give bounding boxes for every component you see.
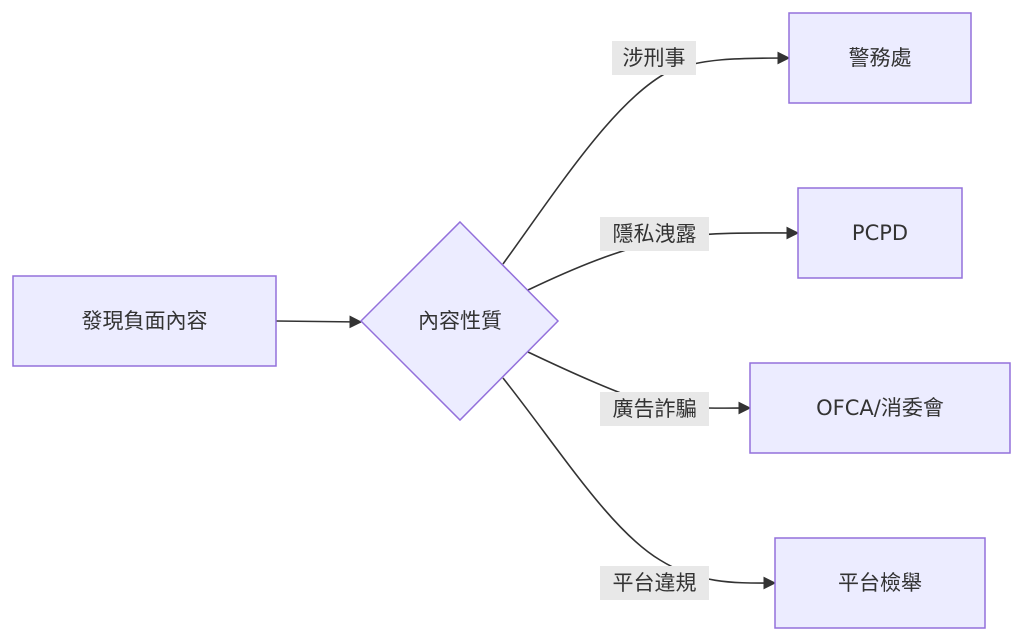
edge-label-criminal-text: 涉刑事	[623, 46, 686, 70]
node-ofca: OFCA/消委會	[749, 362, 1011, 454]
node-platform-label: 平台檢舉	[838, 571, 922, 595]
edge-label-ad-fraud-text: 廣告詐騙	[613, 397, 697, 421]
edge-start-to-decision	[275, 315, 363, 329]
node-pcpd-label: PCPD	[852, 221, 908, 245]
node-ofca-label: OFCA/消委會	[816, 396, 944, 420]
node-police: 警務處	[788, 12, 972, 104]
edge-label-platform-violation: 平台違規	[600, 566, 709, 600]
edge-label-privacy-text: 隱私洩露	[613, 222, 697, 246]
node-police-label: 警務處	[849, 46, 912, 70]
node-start-label: 發現負面內容	[82, 309, 208, 333]
edge-label-privacy: 隱私洩露	[600, 217, 709, 251]
edge-decision-to-police	[502, 51, 791, 265]
node-platform: 平台檢舉	[774, 537, 986, 629]
edge-decision-to-platform	[502, 377, 777, 590]
edge-label-ad-fraud: 廣告詐騙	[600, 392, 709, 426]
node-decision: 內容性質	[359, 220, 560, 422]
node-pcpd: PCPD	[797, 187, 963, 279]
node-decision-label: 內容性質	[418, 309, 502, 333]
node-start: 發現負面內容	[12, 275, 277, 367]
edge-label-criminal: 涉刑事	[612, 41, 696, 75]
edge-label-platform-violation-text: 平台違規	[613, 571, 697, 595]
